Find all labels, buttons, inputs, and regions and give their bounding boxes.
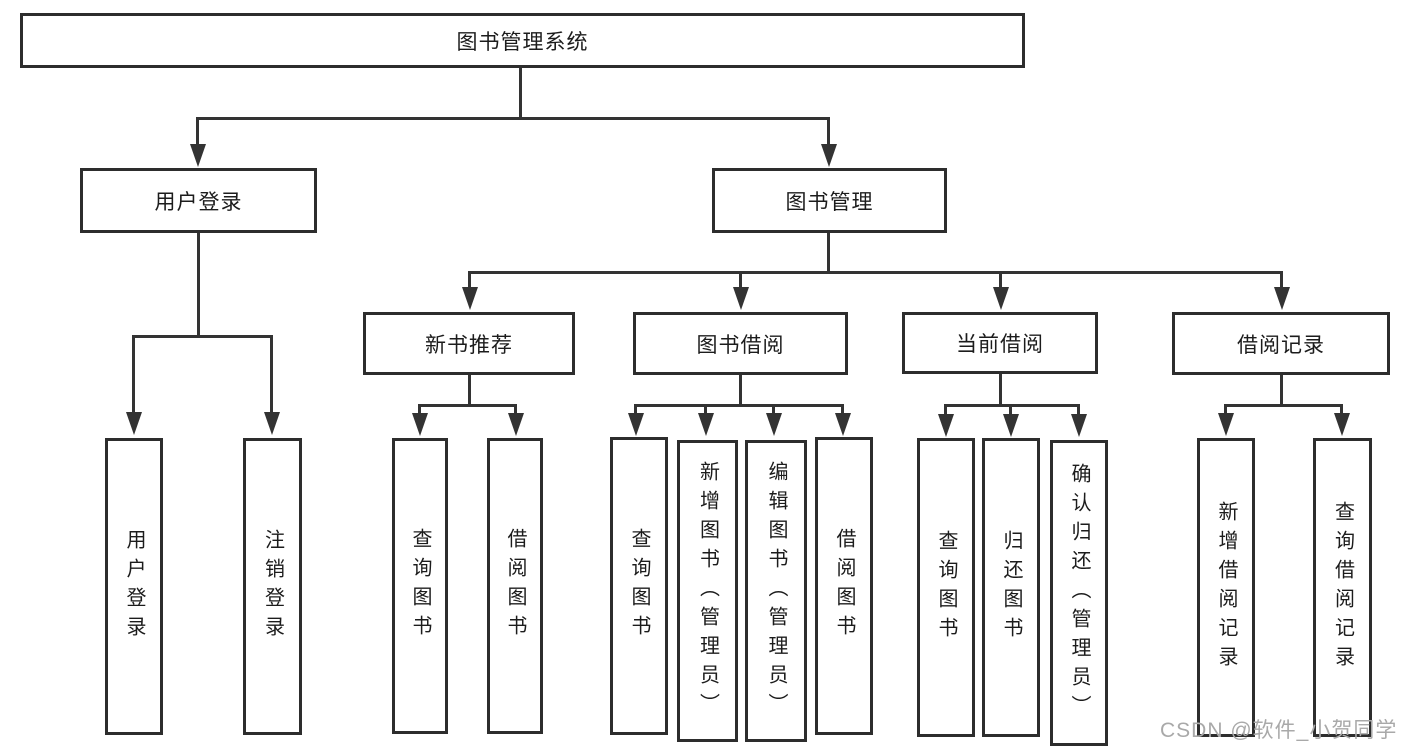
node-label: 当前借阅 <box>956 333 1044 356</box>
connector-line <box>634 404 637 414</box>
connector-line <box>418 404 517 407</box>
node-label: 新书推荐 <box>425 333 513 357</box>
connector-line <box>999 374 1002 407</box>
arrowhead <box>993 287 1009 310</box>
arrowhead <box>628 413 644 436</box>
node-borrow-books-recommend: 借阅图书 <box>487 438 543 734</box>
connector-line <box>944 404 947 414</box>
connector-line <box>1280 375 1283 407</box>
arrowhead <box>821 144 837 167</box>
arrowhead <box>190 144 206 167</box>
node-label: 新增借阅记录 <box>1215 500 1237 675</box>
arrowhead <box>835 413 851 436</box>
connector-line <box>468 271 1283 274</box>
connector-line <box>1224 404 1342 407</box>
csdn-watermark: CSDN @软件_小贺同学 <box>1160 719 1398 742</box>
connector-line <box>132 335 273 338</box>
connector-line <box>468 375 471 407</box>
node-add-borrow-record: 新增借阅记录 <box>1197 438 1255 737</box>
arrowhead <box>1274 287 1290 310</box>
node-borrow-books: 借阅图书 <box>815 437 873 735</box>
node-label: 注销登录 <box>261 528 284 645</box>
connector-line <box>1009 404 1012 414</box>
connector-line <box>132 335 135 412</box>
connector-line <box>418 404 421 414</box>
connector-line <box>1077 404 1080 414</box>
node-user-login: 用户登录 <box>80 168 317 233</box>
node-label: 归还图书 <box>1000 529 1022 646</box>
node-label: 图书管理系统 <box>456 30 589 54</box>
node-query-books-current: 查询图书 <box>917 438 975 737</box>
connector-line <box>468 271 471 287</box>
arrowhead <box>1071 414 1087 437</box>
node-edit-books-admin: 编辑图书（管理员） <box>745 440 807 742</box>
connector-line <box>196 117 199 146</box>
connector-line <box>1224 404 1227 414</box>
node-library-management-system: 图书管理系统 <box>20 13 1025 68</box>
node-label: 借阅图书 <box>833 528 855 644</box>
node-label: 新增图书（管理员） <box>696 460 719 722</box>
arrowhead <box>1218 413 1234 436</box>
arrowhead <box>126 412 142 435</box>
connector-line <box>999 271 1002 287</box>
node-new-book-recommend: 新书推荐 <box>363 312 575 375</box>
node-label: 查询图书 <box>409 528 431 644</box>
connector-line <box>739 271 742 287</box>
node-label: 用户登录 <box>154 190 243 214</box>
connector-line <box>827 233 830 274</box>
connector-line <box>772 404 775 414</box>
node-label: 借阅记录 <box>1237 333 1325 357</box>
arrowhead <box>1334 413 1350 436</box>
connector-line <box>1340 404 1343 414</box>
node-return-books: 归还图书 <box>982 438 1040 737</box>
connector-line <box>1280 271 1283 287</box>
node-label: 图书借阅 <box>696 333 785 357</box>
node-book-management: 图书管理 <box>712 168 947 233</box>
node-label: 查询图书 <box>628 528 650 644</box>
arrowhead <box>698 413 714 436</box>
arrowhead <box>462 287 478 310</box>
node-label: 查询借阅记录 <box>1331 500 1354 675</box>
node-label: 借阅图书 <box>504 528 526 644</box>
node-label: 用户登录 <box>123 528 145 645</box>
connector-line <box>270 335 273 412</box>
node-book-borrow: 图书借阅 <box>633 312 848 375</box>
node-borrow-records: 借阅记录 <box>1172 312 1390 375</box>
node-current-borrow: 当前借阅 <box>902 312 1098 374</box>
arrowhead <box>264 412 280 435</box>
connector-line <box>197 233 200 338</box>
node-label: 图书管理 <box>785 190 874 214</box>
node-query-borrow-record: 查询借阅记录 <box>1313 438 1372 737</box>
connector-line <box>944 404 1080 407</box>
node-label: 编辑图书（管理员） <box>765 460 787 722</box>
node-user-login-leaf: 用户登录 <box>105 438 163 735</box>
arrowhead <box>1003 414 1019 437</box>
connector-line <box>827 117 830 146</box>
node-confirm-return-admin: 确认归还（管理员） <box>1050 440 1108 746</box>
arrowhead <box>412 413 428 436</box>
node-query-books-borrow: 查询图书 <box>610 437 668 735</box>
connector-line <box>841 404 844 414</box>
connector-line <box>739 375 742 407</box>
arrowhead <box>733 287 749 310</box>
connector-line <box>514 404 517 414</box>
arrowhead <box>766 413 782 436</box>
arrowhead <box>938 414 954 437</box>
connector-line <box>196 117 830 120</box>
node-query-books-recommend: 查询图书 <box>392 438 448 734</box>
node-label: 查询图书 <box>935 529 957 646</box>
node-logout: 注销登录 <box>243 438 302 735</box>
node-label: 确认归还（管理员） <box>1068 462 1090 724</box>
connector-line <box>519 68 522 119</box>
connector-line <box>704 404 707 414</box>
node-add-books-admin: 新增图书（管理员） <box>677 440 738 742</box>
connector-line <box>634 404 844 407</box>
arrowhead <box>508 413 524 436</box>
